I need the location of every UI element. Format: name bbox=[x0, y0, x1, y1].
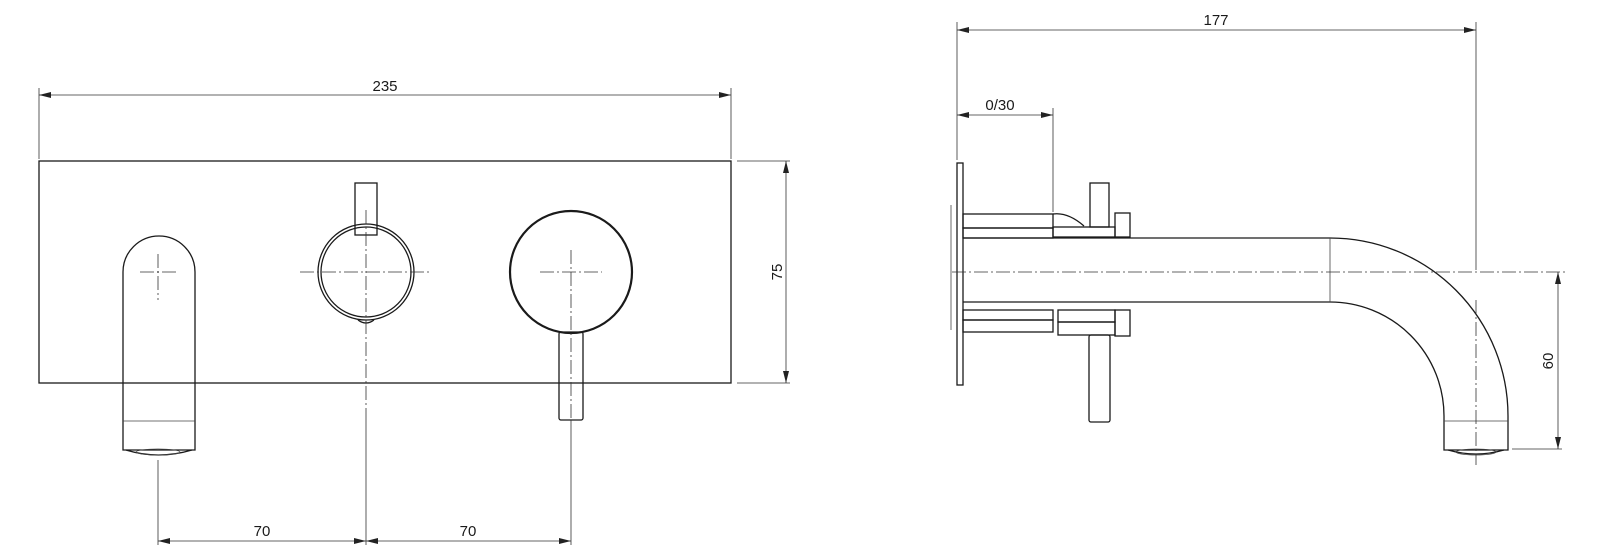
dimension-side-depth: 177 bbox=[957, 12, 1476, 33]
front-extension-lines bbox=[38, 88, 790, 545]
spacing-right-label: 70 bbox=[460, 523, 477, 540]
side-drop-label: 60 bbox=[1540, 353, 1557, 370]
dimension-side-drop: 60 bbox=[1540, 272, 1561, 449]
side-centerlines bbox=[952, 271, 1565, 465]
side-view: 177 0/30 60 bbox=[950, 12, 1565, 465]
side-upper-valve bbox=[962, 182, 1131, 239]
side-extension-lines bbox=[956, 22, 1562, 450]
front-spout bbox=[122, 235, 196, 456]
side-depth-label: 177 bbox=[1203, 12, 1228, 29]
dimension-side-adjust: 0/30 bbox=[957, 97, 1053, 118]
side-spout bbox=[963, 237, 1509, 456]
front-view: 235 75 70 70 bbox=[38, 78, 790, 545]
front-height-label: 75 bbox=[769, 264, 786, 281]
spacing-left-label: 70 bbox=[254, 523, 271, 540]
side-adjust-label: 0/30 bbox=[985, 97, 1014, 114]
front-wall-plate bbox=[38, 160, 732, 384]
dimension-front-width: 235 bbox=[39, 78, 731, 98]
side-wall-flange bbox=[956, 162, 964, 386]
front-centerlines bbox=[140, 210, 602, 420]
dimension-spacing: 70 70 bbox=[158, 523, 571, 544]
dimension-front-height: 75 bbox=[769, 161, 789, 383]
side-lower-valve bbox=[962, 309, 1131, 423]
front-width-label: 235 bbox=[372, 78, 397, 95]
